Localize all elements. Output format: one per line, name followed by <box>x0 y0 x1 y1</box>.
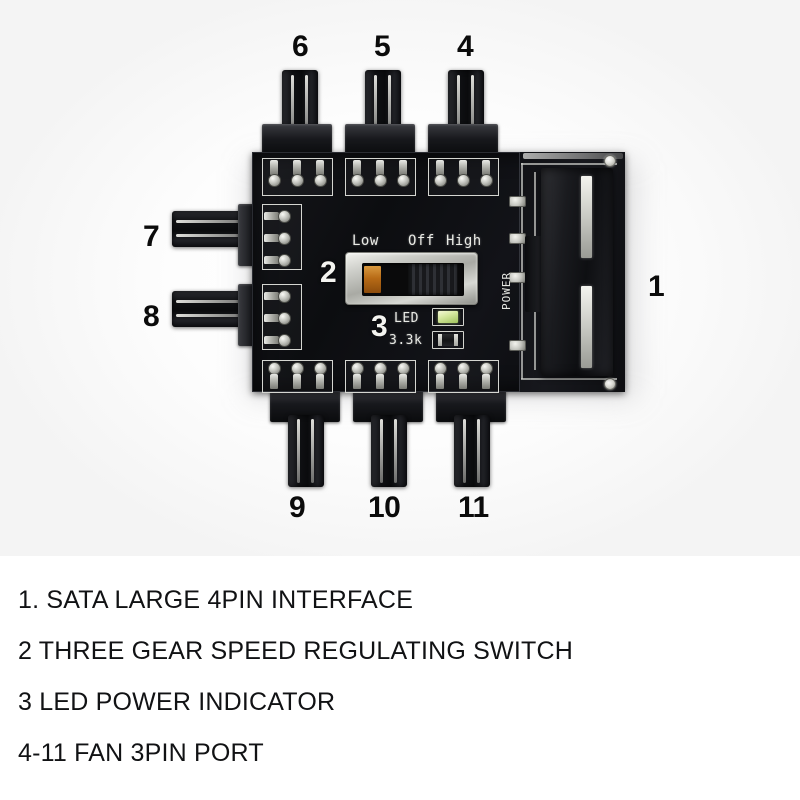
header-outline-5 <box>345 158 416 196</box>
callout-8: 8 <box>143 300 160 333</box>
header-pin-6-3 <box>316 160 324 175</box>
led-pad-outline <box>432 308 464 326</box>
pcb-edge-highlight <box>523 153 623 159</box>
header-solder-4-2 <box>457 174 470 187</box>
callout-1: 1 <box>648 270 665 303</box>
sata-contact-slot-bottom <box>581 286 592 368</box>
power-pad-4 <box>509 340 526 351</box>
power-led <box>438 311 458 323</box>
speed-switch[interactable] <box>345 252 478 305</box>
header-solder-6-2 <box>291 174 304 187</box>
fan-plug-10 <box>371 415 407 487</box>
header-pin-11-3 <box>482 374 490 389</box>
silk-label-power: POWER <box>500 271 513 310</box>
mounting-via-bottom-right <box>604 378 616 390</box>
silk-label-led: LED <box>394 311 419 326</box>
callout-7: 7 <box>143 220 160 253</box>
caption-line-3: 3 LED POWER INDICATOR <box>18 688 336 716</box>
silk-trace-top <box>521 163 617 165</box>
callout-9: 9 <box>289 491 306 524</box>
header-pin-7-2 <box>264 234 279 242</box>
silk-trace-bottom <box>521 378 617 380</box>
sata-power-connector <box>541 168 613 376</box>
header-pin-10-1 <box>353 374 361 389</box>
switch-label-low: Low <box>352 233 379 249</box>
header-solder-5-2 <box>374 174 387 187</box>
callout-11: 11 <box>458 491 489 524</box>
current-limit-resistor <box>438 334 458 346</box>
switch-amber-indicator <box>364 266 381 293</box>
callout-6: 6 <box>292 30 309 63</box>
header-pin-8-2 <box>264 314 279 322</box>
silk-label-resistor: 3.3k <box>389 333 423 348</box>
header-pin-6-1 <box>270 160 278 175</box>
header-outline-11 <box>428 360 499 393</box>
header-solder-4-1 <box>434 174 447 187</box>
mounting-via-top-right <box>604 155 616 167</box>
header-pin-8-1 <box>264 292 279 300</box>
header-solder-6-1 <box>268 174 281 187</box>
header-solder-7-3 <box>278 254 291 267</box>
silk-marker-3: 3 <box>371 310 388 343</box>
header-pin-4-3 <box>482 160 490 175</box>
header-pin-5-3 <box>399 160 407 175</box>
caption-line-2: 2 THREE GEAR SPEED REGULATING SWITCH <box>18 637 573 665</box>
caption-legend: 1. SATA LARGE 4PIN INTERFACE 2 THREE GEA… <box>18 575 782 779</box>
header-solder-6-3 <box>314 174 327 187</box>
power-pad-1 <box>509 196 526 207</box>
header-pin-9-2 <box>293 374 301 389</box>
header-pin-10-3 <box>399 374 407 389</box>
sata-contact-slot-top <box>581 176 592 258</box>
header-pin-11-2 <box>459 374 467 389</box>
header-pin-7-1 <box>264 212 279 220</box>
silk-marker-2: 2 <box>320 256 337 289</box>
header-solder-8-3 <box>278 334 291 347</box>
header-outline-10 <box>345 360 416 393</box>
header-outline-4 <box>428 158 499 196</box>
header-pin-4-2 <box>459 160 467 175</box>
header-pin-5-2 <box>376 160 384 175</box>
header-pin-10-2 <box>376 374 384 389</box>
header-outline-6 <box>262 158 333 196</box>
header-pin-8-3 <box>264 336 279 344</box>
header-outline-7 <box>262 204 302 270</box>
header-pin-7-3 <box>264 256 279 264</box>
header-pin-9-3 <box>316 374 324 389</box>
switch-label-off: Off <box>408 233 435 249</box>
header-solder-5-3 <box>397 174 410 187</box>
product-photo: Low Off High POWER 2 3 LED 3.3k 6 5 4 7 … <box>0 0 800 556</box>
switch-window <box>362 263 464 296</box>
header-solder-8-2 <box>278 312 291 325</box>
caption-line-1: 1. SATA LARGE 4PIN INTERFACE <box>18 586 414 614</box>
callout-10: 10 <box>368 491 401 524</box>
header-solder-5-1 <box>351 174 364 187</box>
callout-4: 4 <box>457 30 474 63</box>
silk-trace-vertical <box>521 163 523 379</box>
caption-line-4: 4-11 FAN 3PIN PORT <box>18 739 264 767</box>
header-outline-8 <box>262 284 302 350</box>
switch-actuator[interactable] <box>408 264 458 295</box>
resistor-pad-outline <box>432 331 464 349</box>
callout-5: 5 <box>374 30 391 63</box>
fan-plug-11 <box>454 415 490 487</box>
header-pin-9-1 <box>270 374 278 389</box>
header-pin-5-1 <box>353 160 361 175</box>
switch-label-high: High <box>446 233 482 249</box>
header-pin-4-1 <box>436 160 444 175</box>
power-pad-2 <box>509 233 526 244</box>
header-solder-4-3 <box>480 174 493 187</box>
header-solder-8-1 <box>278 290 291 303</box>
header-pin-6-2 <box>293 160 301 175</box>
fan-plug-9 <box>288 415 324 487</box>
header-outline-9 <box>262 360 333 393</box>
header-solder-7-1 <box>278 210 291 223</box>
header-pin-11-1 <box>436 374 444 389</box>
header-solder-7-2 <box>278 232 291 245</box>
